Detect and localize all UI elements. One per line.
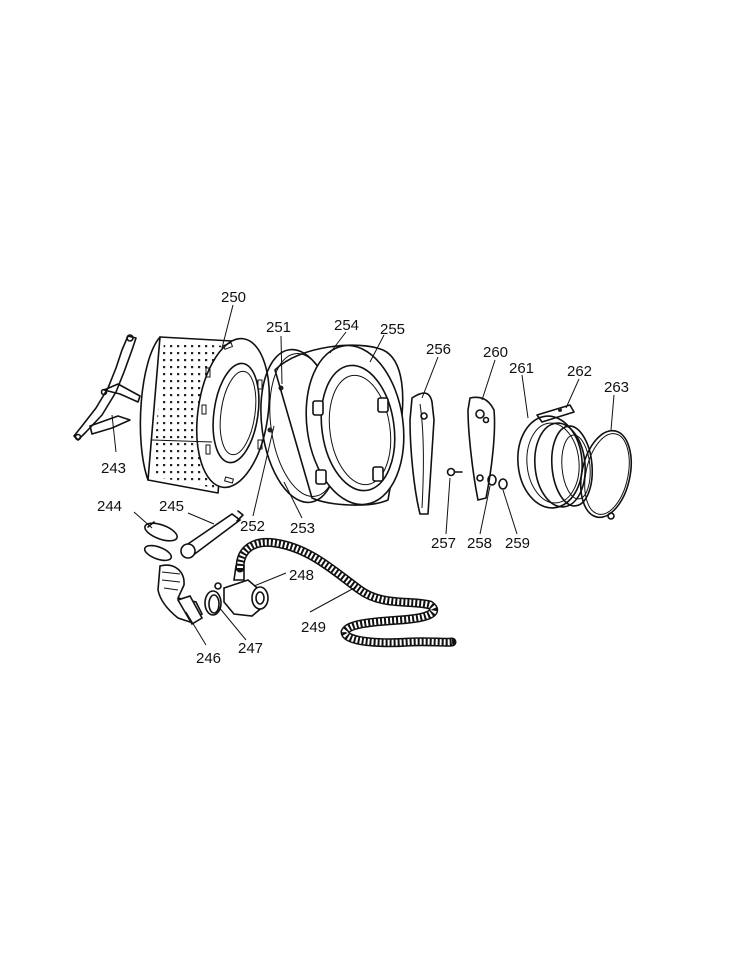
callout-244: 244 [97,498,122,515]
callout-243: 243 [101,460,126,477]
part-261-262-door-boot [517,404,594,509]
callout-257: 257 [431,535,456,552]
part-245-tube [180,510,244,559]
part-250-drum [139,336,270,494]
callout-256: 256 [426,341,451,358]
callout-249: 249 [301,619,326,636]
callout-254: 254 [334,317,359,334]
callout-250: 250 [221,289,246,306]
part-260-hinge-plate [467,396,496,501]
callout-253: 253 [290,520,315,537]
callout-246: 246 [196,650,221,667]
leader-lines [111,304,615,646]
part-244-hose-clamp [143,521,178,562]
part-263-clamp-ring [580,429,632,520]
callout-258: 258 [467,535,492,552]
callout-labels: 243 244 245 246 247 248 249 250 251 252 … [97,289,629,667]
callout-252: 252 [240,518,265,535]
part-247-coupling [204,582,222,616]
part-248-drain-pump [223,565,269,617]
part-249-drain-hose [235,537,457,648]
callout-259: 259 [505,535,530,552]
callout-245: 245 [159,498,184,515]
callout-247: 247 [238,640,263,657]
callout-260: 260 [483,344,508,361]
part-257-259-hardware [446,467,508,490]
part-243-spider-bracket [73,334,141,441]
callout-261: 261 [509,360,534,377]
part-246-drain-elbow [157,564,204,626]
callout-248: 248 [289,567,314,584]
callout-255: 255 [380,321,405,338]
callout-262: 262 [567,363,592,380]
callout-251: 251 [266,319,291,336]
part-256-bracket [409,392,435,515]
part-254-255-tub-front [274,344,405,506]
callout-263: 263 [604,379,629,396]
